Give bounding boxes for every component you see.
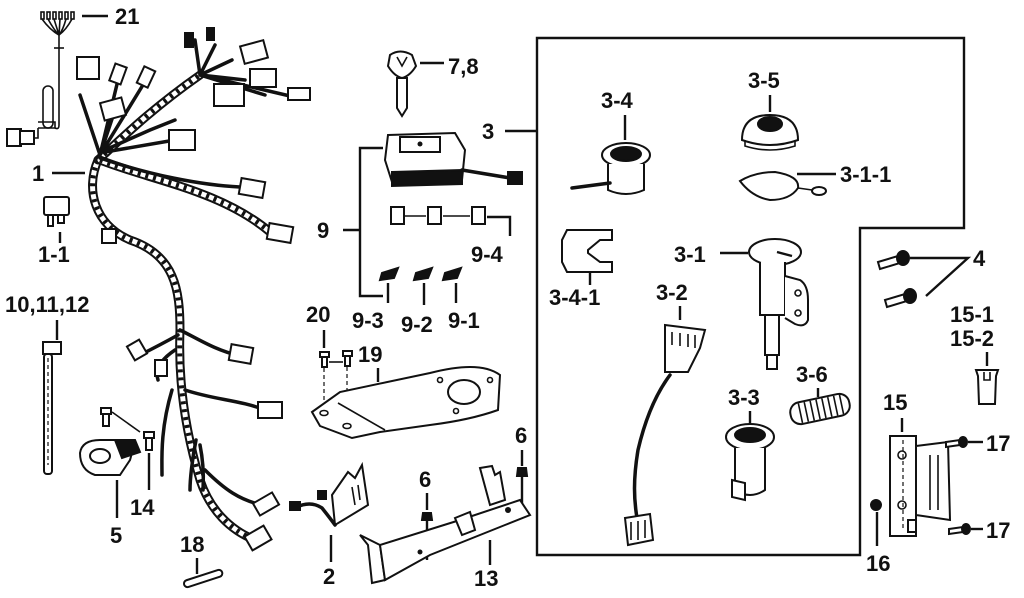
label-3-6: 3-6	[796, 362, 828, 387]
part-18-fuse[interactable]	[182, 568, 224, 589]
label-6b: 6	[515, 423, 527, 448]
label-3-4-1: 3-4-1	[549, 285, 600, 310]
label-13: 13	[474, 566, 498, 591]
label-3-2: 3-2	[656, 280, 688, 305]
part-14-bolts[interactable]	[100, 407, 155, 451]
part-3-4-1-clip[interactable]	[561, 229, 613, 273]
label-21: 21	[115, 4, 139, 29]
part-19-mounting-plate[interactable]	[310, 365, 502, 440]
label-9-4: 9-4	[471, 242, 504, 267]
part-17-screw-b[interactable]	[948, 523, 971, 536]
label-3-5: 3-5	[748, 68, 780, 93]
label-18: 18	[180, 532, 204, 557]
label-14: 14	[130, 495, 155, 520]
part-3-1-ignition-lock[interactable]	[748, 238, 809, 370]
part-3-2-switch[interactable]	[623, 323, 707, 547]
part-9-control-unit[interactable]	[383, 131, 523, 188]
part-9-4-relays[interactable]	[390, 206, 486, 225]
label-3-3: 3-3	[728, 385, 760, 410]
label-15-2: 15-2	[950, 326, 994, 351]
label-6a: 6	[419, 467, 431, 492]
label-10-11-12: 10,11,12	[5, 292, 89, 317]
label-3: 3	[482, 119, 494, 144]
label-17a: 17	[986, 431, 1010, 456]
part-1-1-relay[interactable]	[43, 196, 70, 227]
label-3-1: 3-1	[674, 242, 706, 267]
label-5: 5	[110, 523, 122, 548]
part-4-bolts[interactable]	[876, 250, 917, 309]
part-17-screw-a[interactable]	[945, 436, 968, 449]
label-9-2: 9-2	[401, 312, 433, 337]
part-13-bracket-plate[interactable]	[359, 464, 532, 585]
part-5-sensor[interactable]	[78, 439, 142, 476]
lock-set-group-box	[535, 36, 966, 557]
label-9: 9	[317, 218, 329, 243]
leader-4	[910, 256, 972, 297]
label-16: 16	[866, 551, 890, 576]
label-19: 19	[358, 342, 382, 367]
label-15: 15	[883, 390, 907, 415]
part-1-main-harness[interactable]	[76, 27, 311, 552]
label-1-1: 1-1	[38, 242, 70, 267]
part-10-cable-tie[interactable]	[42, 341, 62, 475]
label-3-1-1: 3-1-1	[840, 162, 891, 187]
part-9-fuses[interactable]	[378, 266, 463, 282]
part-16-nut[interactable]	[870, 499, 882, 511]
label-4: 4	[973, 246, 986, 271]
label-2: 2	[323, 564, 335, 589]
part-2-bracket[interactable]	[289, 461, 370, 527]
label-20: 20	[306, 302, 330, 327]
label-15-1: 15-1	[950, 302, 994, 327]
label-7-8: 7,8	[448, 54, 479, 79]
leader-9-4	[487, 215, 512, 236]
part-3-5-cap[interactable]	[740, 113, 800, 151]
part-3-1-1-cover[interactable]	[738, 170, 827, 202]
part-15-holder[interactable]	[889, 435, 952, 537]
label-9-3: 9-3	[352, 308, 384, 333]
part-3-3-seat-lock[interactable]	[725, 423, 775, 502]
label-3-4: 3-4	[601, 88, 634, 113]
label-17b: 17	[986, 518, 1010, 543]
part-7-8-key[interactable]	[386, 50, 418, 118]
label-1: 1	[32, 161, 44, 186]
part-3-6-spring[interactable]	[788, 392, 851, 426]
bracket-9	[358, 146, 383, 298]
part-21-sub-harness[interactable]	[6, 11, 75, 147]
label-9-1: 9-1	[448, 308, 480, 333]
part-3-4-lock[interactable]	[570, 142, 651, 195]
part-15-1-insert[interactable]	[974, 369, 1000, 405]
